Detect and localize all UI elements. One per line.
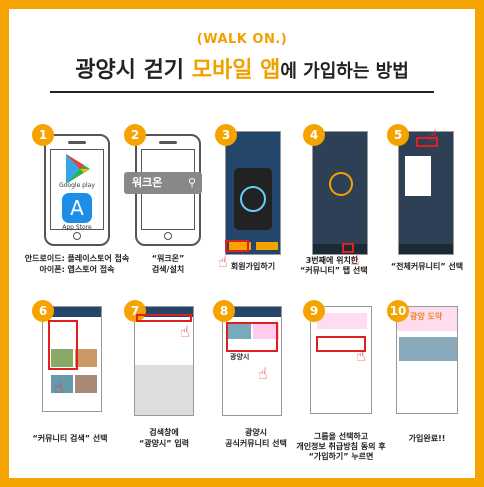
step-7-highlight: [136, 314, 192, 322]
pointer-hand-icon: ☝: [54, 378, 64, 397]
step-4-screenshot: [312, 131, 368, 255]
step-2-caption-2: 검색/설치: [151, 265, 185, 274]
step-2-badge: 2: [124, 124, 146, 146]
step-9-caption-3: “가입하기” 누르면: [308, 452, 374, 461]
app-name-subtitle: (WALK ON.): [196, 32, 288, 47]
step-9-highlight: [316, 336, 366, 352]
step-10-caption-1: 가입완료!!: [408, 434, 446, 443]
pointer-hand-icon: ☝: [258, 364, 268, 383]
step-4-caption-1: 3번째에 위치한: [305, 256, 359, 265]
search-bar: 워크온 ⚲: [124, 172, 202, 194]
step-2-caption-1: “워크온”: [151, 254, 185, 263]
title-part-2: 모바일 앱: [191, 58, 281, 83]
step-8-screenshot: [222, 306, 282, 416]
step-3-badge: 3: [215, 124, 237, 146]
step-9-caption-1: 그룹을 선택하고: [313, 432, 369, 441]
step-8-highlight: [226, 322, 278, 352]
step-3-screenshot: [225, 131, 281, 255]
step-10-banner: 광양 도약: [410, 312, 443, 321]
step-5-screenshot: [398, 131, 454, 255]
step-8-caption-2: 공식커뮤니티 선택: [225, 439, 287, 448]
step-1-caption-2: 아이폰: 앱스토어 접속: [39, 265, 115, 274]
step-7-caption-2: “광양시” 입력: [138, 439, 190, 448]
step-7-badge: 7: [124, 300, 146, 322]
step-10-screenshot: [396, 306, 458, 414]
title-part-3: 에 가입하는 방법: [280, 61, 409, 82]
step-3-caption-1: 회원가입하기: [230, 262, 276, 271]
step-9-screenshot: [310, 306, 372, 414]
step-8-badge: 8: [213, 300, 235, 322]
step-6-caption-1: “커뮤니티 검색” 선택: [32, 434, 108, 443]
step-6-badge: 6: [32, 300, 54, 322]
step-8-card-title: 광양시: [230, 353, 250, 361]
step-9-badge: 9: [303, 300, 325, 322]
pointer-hand-icon: ☝: [356, 346, 366, 365]
step-5-highlight: [416, 137, 438, 147]
step-5-caption-1: “전체커뮤니티” 선택: [390, 262, 464, 271]
step-7-caption-1: 검색창에: [149, 428, 179, 437]
step-4-highlight: [342, 243, 354, 253]
search-text: 워크온: [132, 176, 163, 189]
step-8-caption-1: 광양시: [244, 428, 268, 437]
pointer-hand-icon: ☝: [218, 252, 228, 271]
search-icon: ⚲: [187, 176, 196, 189]
google-play-label: Google play: [59, 182, 95, 189]
step-6-highlight: [48, 320, 78, 370]
pointer-hand-icon: ☝: [428, 126, 438, 145]
title-underline: [50, 91, 434, 93]
step-6-screenshot: [42, 306, 102, 412]
step-1-caption-1: 안드로이드: 플레이스토어 접속: [24, 254, 130, 263]
app-store-icon: A: [62, 193, 92, 223]
step-1-phone-icon: [44, 134, 110, 246]
step-10-badge: 10: [387, 300, 409, 322]
step-5-badge: 5: [387, 124, 409, 146]
title-part-1: 광양시 걷기: [75, 58, 192, 83]
step-7-screenshot: [134, 306, 194, 416]
step-3-highlight: [225, 240, 249, 252]
pointer-hand-icon: ☝: [180, 322, 190, 341]
step-1-badge: 1: [32, 124, 54, 146]
step-9-caption-2: 개인정보 취급방침 동의 후: [296, 442, 386, 451]
page-title: 광양시 걷기 모바일 앱에 가입하는 방법: [0, 52, 484, 84]
pointer-hand-icon: ☝: [350, 250, 360, 269]
step-4-badge: 4: [303, 124, 325, 146]
google-play-icon: [60, 152, 94, 186]
app-store-label: App Store: [62, 224, 92, 231]
step-4-caption-2: “커뮤니티” 탭 선택: [300, 266, 368, 275]
